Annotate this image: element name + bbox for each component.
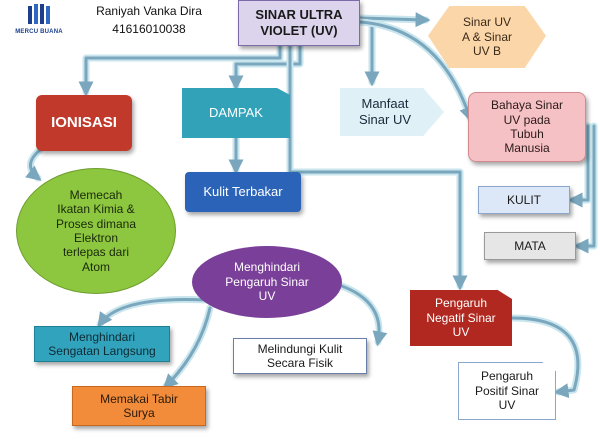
connector-ionisasi-to-memecah [25, 148, 42, 181]
node-kulit-terbakar-label: Kulit Terbakar [203, 184, 283, 200]
node-pengaruh-positif: Pengaruh Positif Sinar UV [458, 362, 556, 420]
node-center-label: SINAR ULTRA VIOLET (UV) [255, 7, 343, 38]
node-melindungi-label: Melindungi Kulit Secara Fisik [257, 341, 343, 370]
node-memecah: Memecah Ikatan Kimia & Proses dimana Ele… [16, 168, 176, 294]
node-mata-label: MATA [514, 238, 546, 253]
university-logo: MERCU BUANA [4, 2, 74, 42]
connector-center-to-ionisasi-glow [82, 42, 284, 96]
node-kulit-terbakar: Kulit Terbakar [185, 172, 301, 212]
node-ionisasi: IONISASI [36, 95, 132, 151]
node-manfaat-label: Manfaat Sinar UV [358, 96, 412, 127]
node-bahaya: Bahaya Sinar UV pada Tubuh Manusia [468, 92, 586, 162]
connector-negatif-to-positif [510, 316, 580, 399]
node-mata: MATA [484, 232, 576, 260]
author-id: 41616010038 [112, 22, 186, 36]
connector-menghindari-to-sengatan [97, 298, 208, 328]
node-memakai: Memakai Tabir Surya [72, 386, 206, 426]
node-dampak: DAMPAK [182, 88, 290, 138]
node-kulit: KULIT [478, 186, 570, 214]
node-pengaruh-negatif-label: Pengaruh Negatif Sinar UV [426, 296, 496, 340]
connector-center-to-pengaruh-negatif [288, 44, 468, 291]
connector-bahaya-to-kulit [567, 124, 590, 208]
author-block: Raniyah Vanka Dira 41616010038 [84, 2, 214, 38]
logo-text: MERCU BUANA [15, 29, 63, 35]
node-bahaya-label: Bahaya Sinar UV pada Tubuh Manusia [490, 98, 564, 156]
node-pengaruh-negatif: Pengaruh Negatif Sinar UV [410, 290, 512, 346]
node-manfaat: Manfaat Sinar UV [340, 88, 444, 136]
connector-center-to-ionisasi [78, 44, 282, 97]
connector-center-to-sinar-uv-ab [358, 12, 431, 28]
node-menghindari-pengaruh-label: Menghindari Pengaruh Sinar UV [225, 260, 309, 304]
node-sinar-uv-ab: Sinar UV A & Sinar UV B [428, 6, 546, 68]
connector-menghindari-to-memakai-glow [162, 304, 214, 390]
connector-bahaya-to-mata [573, 124, 596, 254]
connector-center-to-bahaya [358, 20, 474, 123]
connector-menghindari-to-memakai [162, 306, 212, 390]
node-memecah-label: Memecah Ikatan Kimia & Proses dimana Ele… [55, 187, 137, 274]
node-sinar-uv-ab-label: Sinar UV A & Sinar UV B [461, 15, 513, 59]
node-memakai-label: Memakai Tabir Surya [100, 391, 178, 420]
connector-menghindari-to-melindungi [334, 282, 388, 347]
node-ionisasi-label: IONISASI [51, 114, 117, 131]
node-menghindari-sengatan: Menghindari Sengatan Langsung [34, 326, 170, 362]
node-menghindari-pengaruh: Menghindari Pengaruh Sinar UV [192, 246, 342, 318]
node-center: SINAR ULTRA VIOLET (UV) [238, 0, 360, 46]
node-melindungi: Melindungi Kulit Secara Fisik [233, 338, 367, 374]
logo-icon [28, 4, 50, 24]
node-kulit-label: KULIT [506, 192, 541, 207]
connector-center-to-dampak [228, 44, 302, 91]
node-menghindari-sengatan-label: Menghindari Sengatan Langsung [48, 329, 156, 358]
node-dampak-label: DAMPAK [209, 105, 263, 121]
author-name: Raniyah Vanka Dira [96, 4, 202, 18]
node-pengaruh-positif-label: Pengaruh Positif Sinar UV [474, 369, 540, 413]
